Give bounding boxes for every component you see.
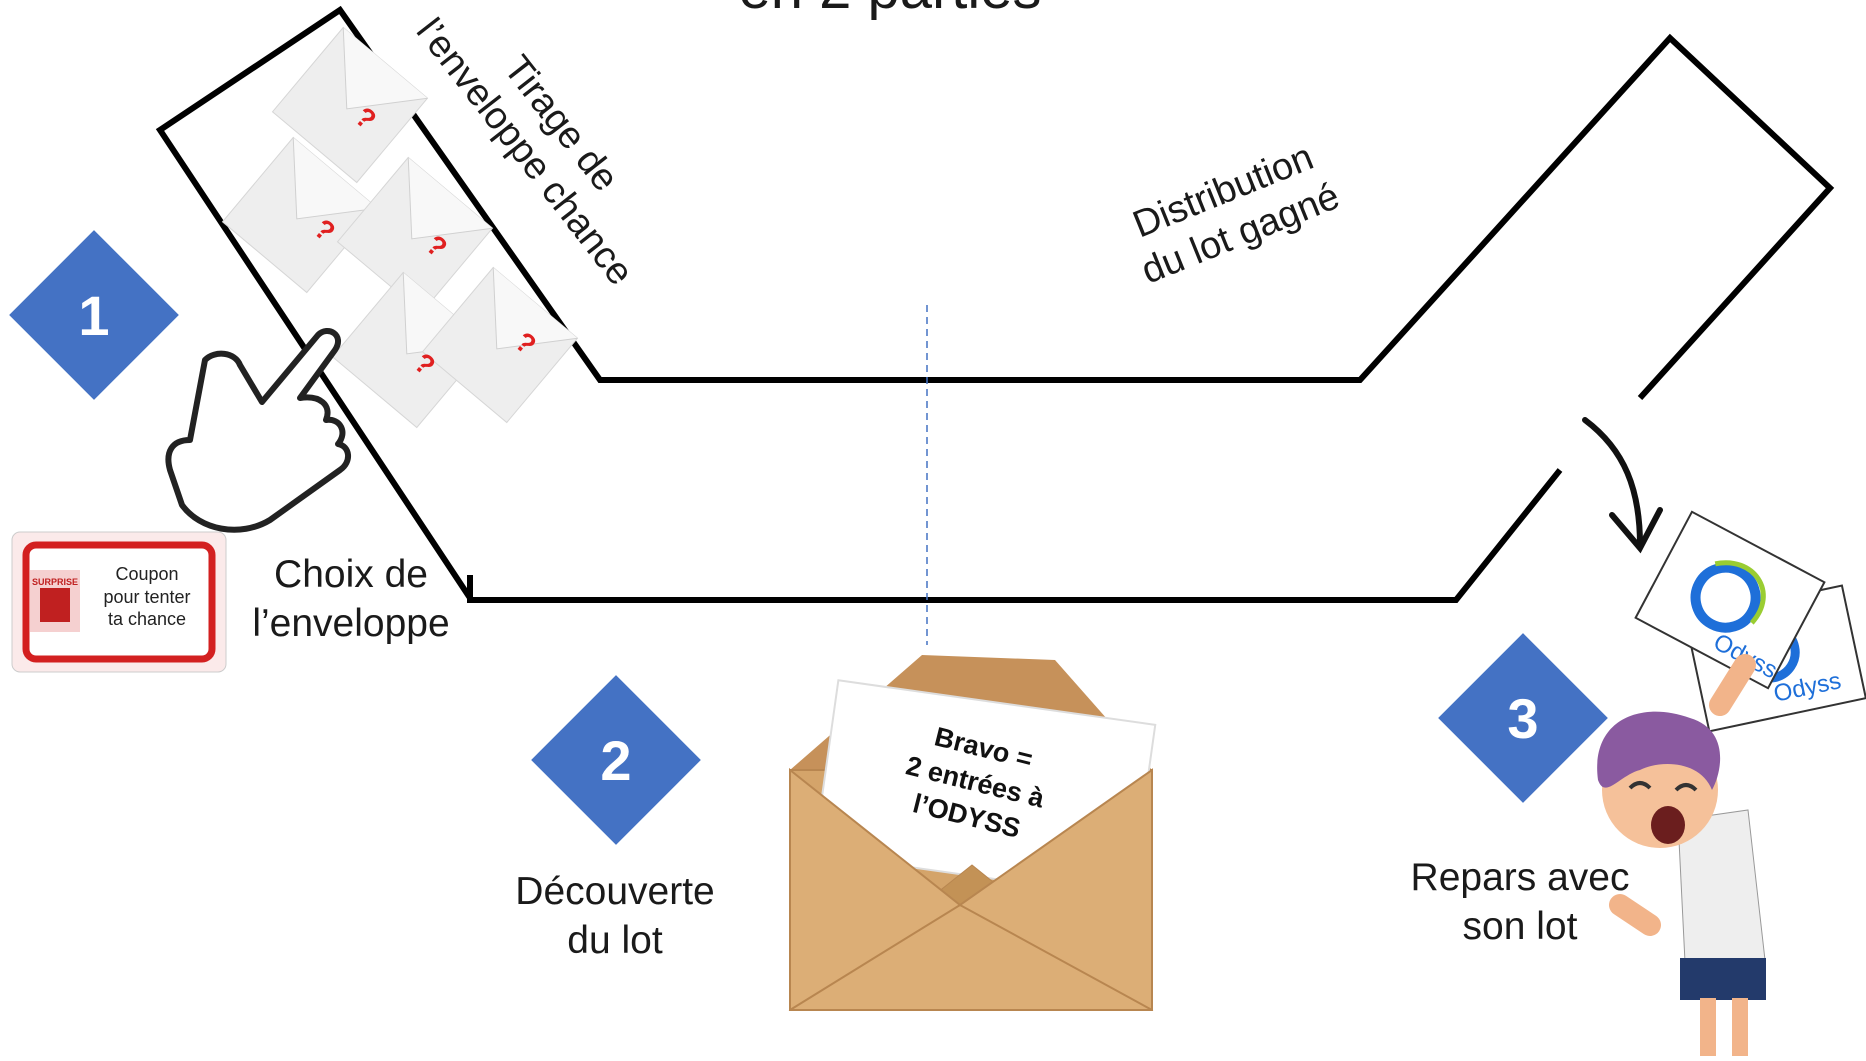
coupon-line-2: pour tenter (103, 586, 191, 607)
odyss-tickets: Odyss Odyss (1634, 510, 1866, 733)
step-1-badge: 1 (9, 230, 179, 400)
coupon-ticket: SURPRISE (11, 531, 227, 673)
mystery-envelope-5 (421, 266, 579, 424)
step-2-badge: 2 (531, 675, 701, 845)
title-fragment: en 2 parties (738, 0, 1041, 21)
label-decouverte-line-2: du lot (567, 918, 663, 962)
coupon-text: Coupon pour tenter ta chance (88, 563, 206, 631)
path-outline-bottom (467, 468, 1563, 603)
mystery-envelope-1 (271, 26, 429, 184)
coupon-line-3: ta chance (107, 609, 187, 629)
mystery-envelopes: ? ? ? ? ? (221, 26, 579, 429)
label-repars-line-2: son lot (1462, 904, 1578, 948)
label-choix-line-1: Choix de (274, 553, 428, 596)
coupon-badge: SURPRISE (32, 577, 78, 587)
open-envelope (788, 655, 1157, 1011)
mystery-envelope-2 (221, 136, 379, 294)
label-decouverte-line-1: Découverte (515, 870, 715, 913)
mystery-envelope-3 (336, 156, 494, 314)
pointing-hand-icon (165, 328, 351, 533)
path-outline-left (155, 5, 1835, 600)
down-arrow-icon (1582, 417, 1663, 554)
coupon-line-1: Coupon (115, 564, 179, 584)
label-choix: Choix de l’enveloppe (236, 551, 466, 649)
step-number: 3 (1507, 686, 1539, 750)
step-number: 2 (600, 728, 632, 792)
happy-boy-illustration (1597, 654, 1766, 1056)
step-3-badge: 3 (1438, 633, 1608, 803)
label-repars-line-1: Repars avec (1410, 856, 1630, 899)
label-decouverte: Découverte du lot (490, 868, 740, 966)
label-repars: Repars avec son lot (1390, 854, 1650, 952)
label-choix-line-2: l’enveloppe (252, 601, 450, 645)
step-number: 1 (78, 283, 110, 347)
